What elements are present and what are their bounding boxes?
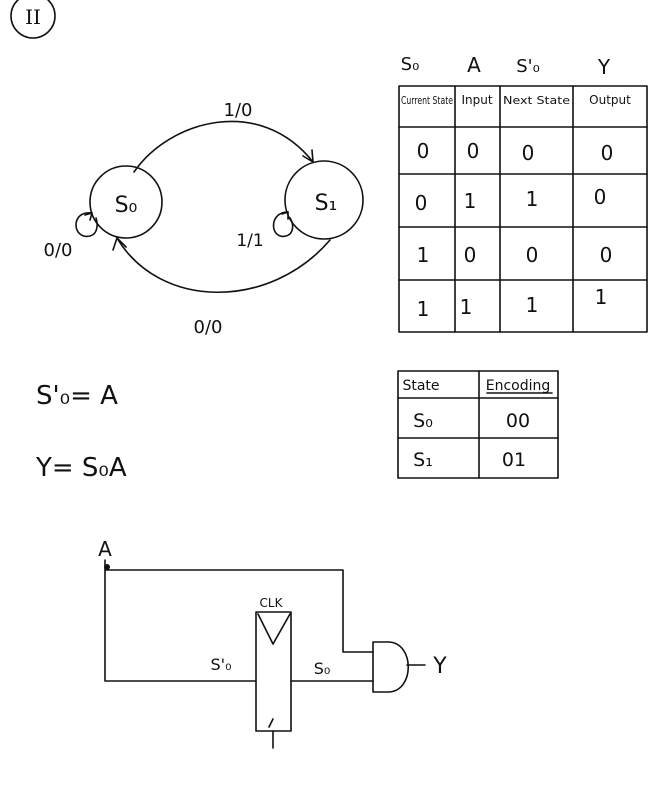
state-diagram: S₀ S₁ 1/0 0/0 0/0 1/1 [44, 100, 364, 338]
encoding-table: State Encoding S₀ 00 S₁ 01 [397, 370, 559, 479]
transition-s0-s1-arc [133, 120, 314, 173]
cell-r2-c3: 1 [526, 187, 539, 211]
flip-flop-clock-triangle [257, 613, 291, 645]
cell-r4-c3: 1 [526, 293, 539, 317]
encoding-table-border [397, 370, 559, 479]
header-output: Output [589, 93, 631, 107]
part-label-circle [10, 0, 56, 39]
state-s0-circle [89, 165, 163, 239]
cell-r4-c1: 1 [417, 297, 430, 321]
q-output-label: S₀ [314, 659, 331, 678]
header-current-state: Current State [401, 94, 453, 107]
cell-r4-c4: 1 [595, 285, 608, 309]
and-gate [372, 641, 409, 693]
cell-r1-c2: 0 [467, 139, 480, 163]
cell-r2-c2: 1 [464, 189, 477, 213]
cell-r3-c4: 0 [600, 243, 613, 267]
header-input: Input [461, 93, 492, 107]
truth-table: S₀ A S'₀ Y Current State Input Next Stat… [398, 53, 648, 333]
cell-r4-c2: 1 [460, 295, 473, 319]
cell-r2-c4: 0 [594, 185, 607, 209]
encoding-header-state: State [402, 378, 439, 394]
symbol-output: Y [597, 55, 611, 79]
symbol-input: A [467, 53, 481, 77]
output-y-label: Y [432, 654, 447, 679]
cell-r2-c1: 0 [415, 191, 428, 215]
part-label-text: II [25, 5, 41, 29]
transition-s1-s0-arc [116, 237, 331, 293]
input-a-label: A [98, 537, 112, 561]
clock-label: CLK [260, 596, 284, 610]
transition-s0-self-arrowhead [84, 212, 93, 221]
equations: S'₀= A Y= S₀A [35, 381, 127, 483]
encoding-row2-code: 01 [502, 449, 526, 471]
encoding-row1-state: S₀ [413, 410, 433, 432]
encoding-row2-state: S₁ [413, 449, 433, 471]
cell-r1-c1: 0 [417, 139, 430, 163]
transition-s1-self-arrowhead [281, 211, 289, 220]
wire-a-top [104, 559, 374, 653]
transition-s1-self-loop [272, 211, 294, 238]
symbol-next-state: S'₀ [516, 56, 540, 77]
cell-r3-c3: 0 [526, 243, 539, 267]
header-next-state: Next State [503, 94, 570, 107]
state-s0-label: S₀ [115, 193, 138, 218]
transition-s0-self-label: 0/0 [44, 240, 73, 261]
transition-s0-self-loop [75, 212, 98, 237]
flip-flop-reset-tick [268, 718, 274, 728]
cell-r1-c4: 0 [601, 141, 614, 165]
transition-s0-s1-label: 1/0 [224, 100, 253, 121]
equation-output: Y= S₀A [35, 453, 127, 483]
truth-table-border [398, 85, 648, 333]
state-s1-label: S₁ [315, 191, 338, 216]
transition-s1-self-label: 1/1 [236, 231, 263, 251]
cell-r3-c2: 0 [464, 243, 477, 267]
cell-r1-c3: 0 [522, 141, 535, 165]
transition-s1-s0-label: 0/0 [194, 317, 223, 338]
encoding-header-encoding: Encoding [486, 378, 551, 394]
equation-next-state: S'₀= A [36, 381, 118, 411]
encoding-row1-code: 00 [506, 410, 530, 432]
cell-r3-c1: 1 [417, 243, 430, 267]
flip-flop-body [255, 611, 292, 732]
circuit: A CLK S'₀ S₀ Y [98, 537, 447, 749]
state-s1-circle [284, 160, 364, 240]
part-label: II [10, 0, 56, 39]
transition-s0-s1-arrowhead [302, 149, 314, 163]
symbol-current-state: S₀ [401, 54, 420, 75]
transition-s1-s0-arrowhead [112, 237, 127, 251]
wire-a-to-d [104, 569, 257, 682]
d-input-label: S'₀ [211, 655, 232, 674]
